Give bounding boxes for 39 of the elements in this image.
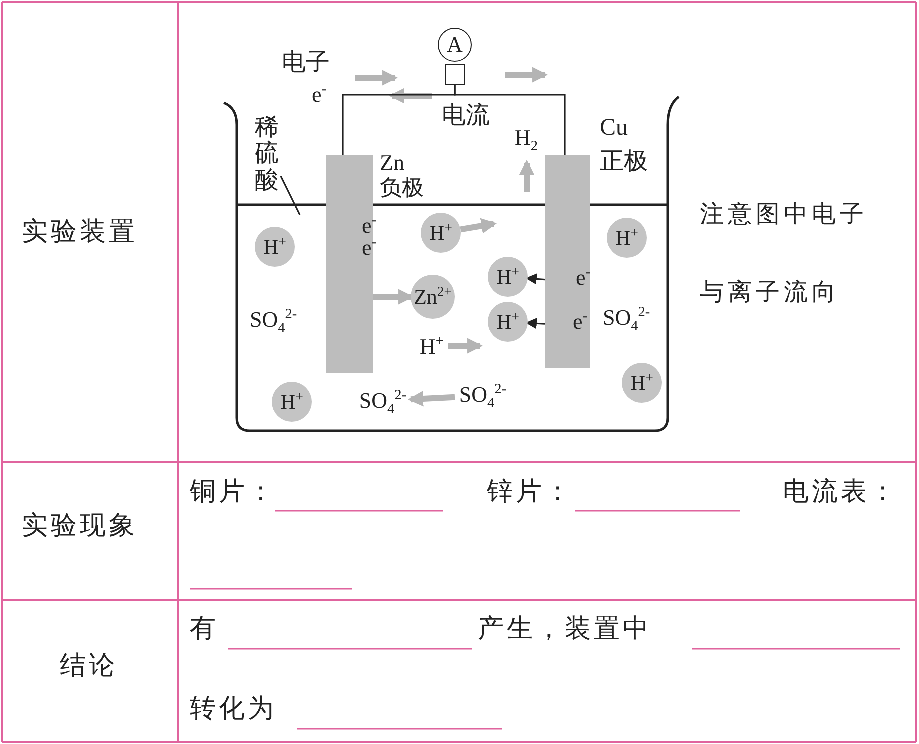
- electrode-label: Cu 正极: [600, 114, 649, 177]
- leader-line: [280, 176, 301, 216]
- diagram-label: 电子: [282, 50, 330, 76]
- cell-text: 铜片：: [190, 478, 277, 507]
- arrow: [526, 318, 546, 330]
- ion-bubble: H$^{+}$: [488, 257, 528, 297]
- electrode-plate: [545, 155, 590, 368]
- arrow: [526, 274, 546, 285]
- arrow: [460, 218, 498, 234]
- cell-text: 产生，装置中: [478, 615, 652, 644]
- note-text: 注意图中电子与离子流向: [700, 200, 869, 308]
- ion-bubble: H$^{+}$: [488, 302, 528, 342]
- wire: [454, 85, 566, 155]
- ion-bubble: Zn$^{2+}$: [411, 275, 455, 319]
- ion-bubble: H$^{+}$: [255, 227, 295, 267]
- ion-bubble: H$^{+}$: [607, 218, 647, 258]
- row-header: 实验现象: [22, 512, 138, 541]
- cell-text: 有: [190, 615, 219, 644]
- electrode-label: Zn 负极: [380, 150, 425, 201]
- electron-label: e$^{-}$: [362, 236, 377, 260]
- electron-label: e$^{-}$: [362, 214, 377, 238]
- cell-text: 锌片：: [487, 478, 574, 507]
- solution-label: 稀硫酸: [255, 115, 281, 195]
- gas-label: H$_{2}$: [515, 126, 538, 150]
- electrode-plate: [326, 155, 373, 373]
- arrow: [448, 338, 484, 354]
- ion-bubble: H$^{+}$: [421, 213, 461, 253]
- ion-label: H$^{+}$: [416, 332, 448, 362]
- row-header: 结论: [60, 652, 118, 681]
- ion-bubble: H$^{+}$: [622, 363, 662, 403]
- diagram-label: 电流: [442, 103, 490, 130]
- electron-label: e$^{-}$: [312, 83, 327, 108]
- arrow: [408, 391, 456, 407]
- cell-text: 转化为: [190, 695, 277, 724]
- row-header: 实验装置: [22, 218, 138, 247]
- electron-label: e$^{-}$: [576, 266, 591, 290]
- ion-bubble: H$^{+}$: [272, 382, 312, 422]
- cell-text: 电流表：: [783, 478, 899, 507]
- electron-label: e$^{-}$: [573, 310, 588, 334]
